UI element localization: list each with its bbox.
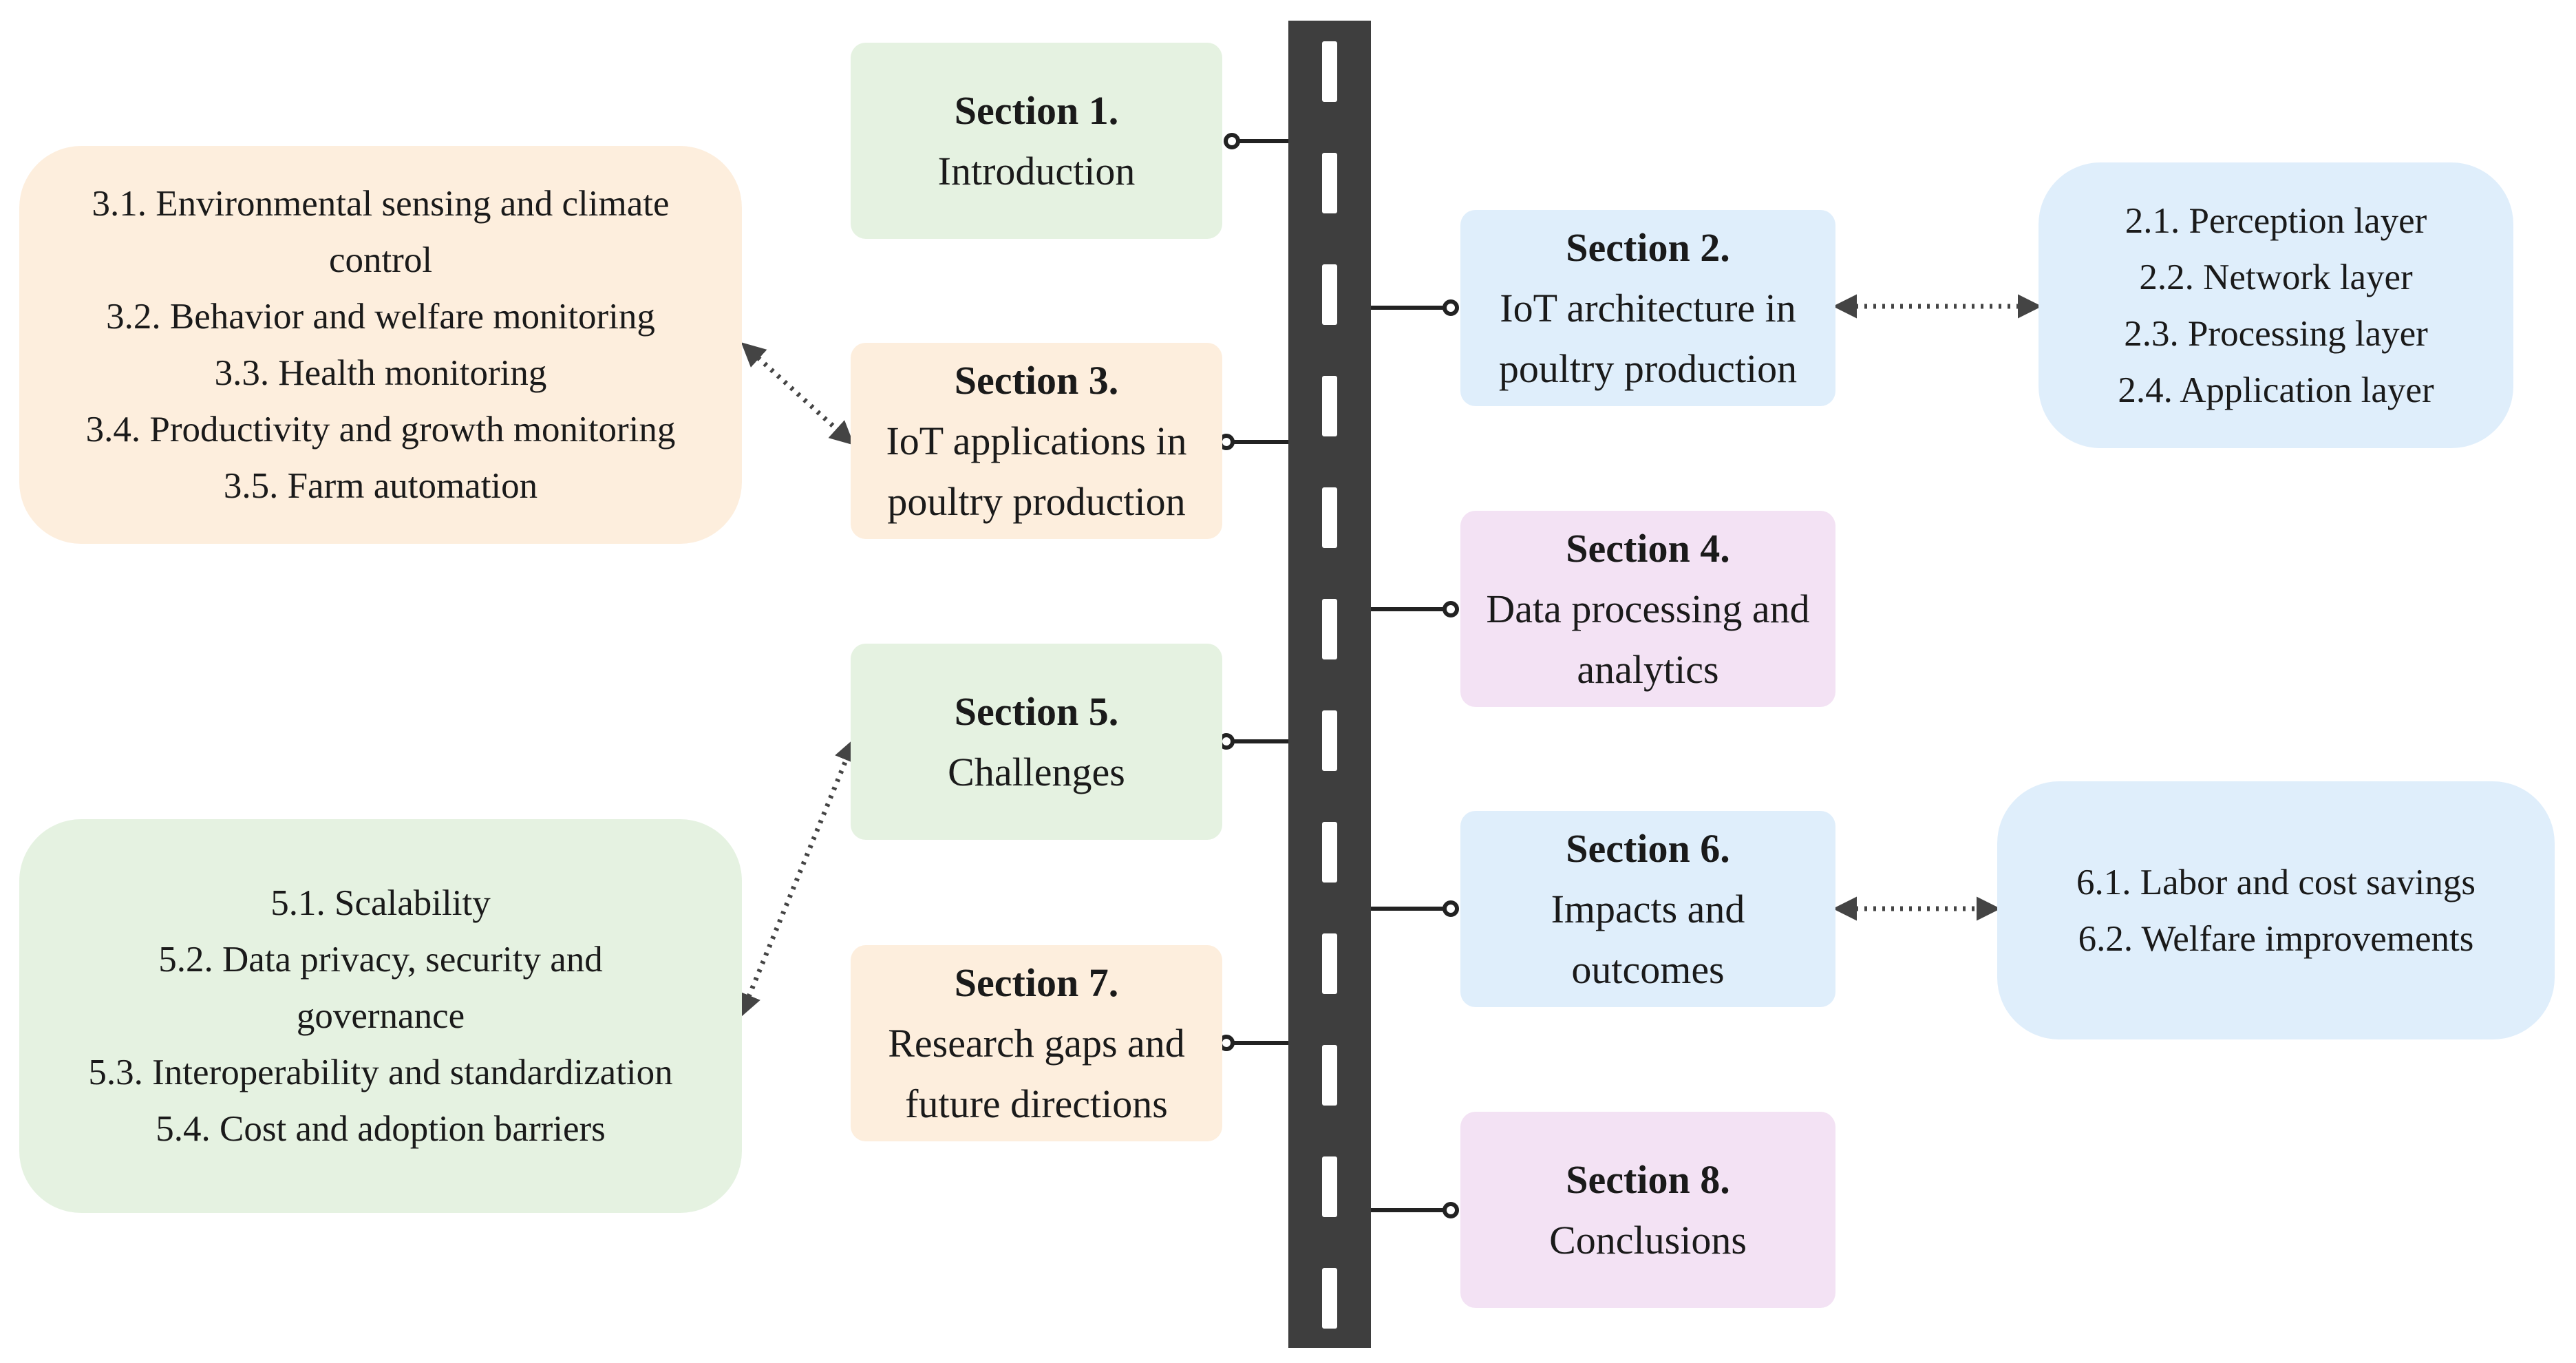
connector-node-section-2 (1443, 299, 1459, 316)
section-5-details-box: 5.1. Scalability 5.2. Data privacy, secu… (19, 819, 742, 1213)
section-5-subtitle: Challenges (948, 749, 1125, 794)
connector-node-section-1 (1224, 133, 1240, 149)
section-5-title: Section 5. (954, 688, 1119, 734)
arrow-section-3-details (741, 342, 855, 445)
timeline-road (1288, 21, 1371, 1348)
section-2-subtitle-line-2: poultry production (1498, 346, 1798, 391)
connector-node-section-8 (1443, 1202, 1459, 1218)
section-4-box: Section 4. Data processing and analytics (1460, 511, 1835, 707)
detail-6-line-2: 6.2. Welfare improvements (2078, 918, 2474, 959)
road-lane-dash (1322, 376, 1337, 436)
road-lane-dash (1322, 487, 1337, 548)
road-lane-dash (1322, 933, 1337, 994)
detail-2-line-2: 2.2. Network layer (2139, 257, 2413, 297)
section-4-subtitle-line-2: analytics (1577, 646, 1719, 692)
section-8-title: Section 8. (1566, 1156, 1730, 1202)
detail-6-line-1: 6.1. Labor and cost savings (2076, 862, 2476, 902)
section-6-subtitle-line-1: Impacts and (1551, 886, 1745, 931)
section-8-subtitle: Conclusions (1549, 1217, 1747, 1262)
section-6-title: Section 6. (1566, 825, 1730, 871)
section-8-box: Section 8. Conclusions (1460, 1112, 1835, 1308)
section-3-subtitle-line-2: poultry production (887, 478, 1186, 524)
detail-3-line-6: 3.5. Farm automation (223, 466, 538, 506)
section-7-subtitle-line-2: future directions (905, 1081, 1168, 1126)
road-lane-dash (1322, 822, 1337, 883)
arrow-section-5-details (738, 737, 858, 1018)
section-6-subtitle-line-2: outcomes (1571, 947, 1725, 992)
section-4-title: Section 4. (1566, 525, 1730, 571)
detail-2-line-3: 2.3. Processing layer (2124, 313, 2428, 354)
detail-3-line-1: 3.1. Environmental sensing and climate (92, 184, 670, 224)
section-1-subtitle: Introduction (937, 148, 1136, 193)
section-3-box: Section 3. IoT applications in poultry p… (851, 343, 1222, 539)
detail-5-line-3: governance (296, 996, 465, 1036)
detail-2-line-1: 2.1. Perception layer (2125, 200, 2427, 241)
section-6-details-box: 6.1. Labor and cost savings 6.2. Welfare… (1997, 781, 2555, 1039)
detail-3-line-4: 3.3. Health monitoring (214, 353, 547, 393)
detail-5-line-5: 5.4. Cost and adoption barriers (156, 1109, 606, 1149)
detail-5-line-1: 5.1. Scalability (270, 883, 491, 923)
section-5-box: Section 5. Challenges (851, 644, 1222, 840)
section-6-box: Section 6. Impacts and outcomes (1460, 811, 1835, 1007)
road-lane-dash (1322, 153, 1337, 213)
detail-3-line-2: control (328, 240, 433, 280)
section-2-title: Section 2. (1566, 224, 1730, 270)
section-1-box: Section 1. Introduction (851, 43, 1222, 239)
section-3-title: Section 3. (954, 357, 1119, 403)
section-3-details-box: 3.1. Environmental sensing and climate c… (19, 146, 742, 544)
section-7-title: Section 7. (954, 960, 1119, 1005)
detail-3-line-5: 3.4. Productivity and growth monitoring (85, 410, 676, 450)
detail-5-line-4: 5.3. Interoperability and standardizatio… (88, 1053, 673, 1092)
section-4-subtitle-line-1: Data processing and (1486, 586, 1810, 631)
road-lane-dash (1322, 41, 1337, 102)
section-7-subtitle-line-1: Research gaps and (888, 1020, 1185, 1066)
section-2-details-box: 2.1. Perception layer 2.2. Network layer… (2039, 162, 2513, 448)
detail-3-line-3: 3.2. Behavior and welfare monitoring (106, 297, 655, 337)
road-lane-dash (1322, 1156, 1337, 1217)
section-1-title: Section 1. (954, 87, 1119, 133)
road-lane-dash (1322, 264, 1337, 325)
section-3-subtitle-line-1: IoT applications in (886, 418, 1187, 463)
detail-5-line-2: 5.2. Data privacy, security and (158, 940, 603, 980)
section-2-box: Section 2. IoT architecture in poultry p… (1460, 210, 1835, 406)
connector-node-section-6 (1443, 900, 1459, 917)
road-lane-dash (1322, 710, 1337, 771)
detail-2-line-4: 2.4. Application layer (2118, 370, 2434, 410)
section-2-subtitle-line-1: IoT architecture in (1500, 285, 1796, 330)
road-lane-dash (1322, 1045, 1337, 1106)
road-lane-dash (1322, 599, 1337, 659)
section-7-box: Section 7. Research gaps and future dire… (851, 945, 1222, 1141)
road-lane-dash (1322, 1268, 1337, 1329)
connector-node-section-4 (1443, 601, 1459, 617)
